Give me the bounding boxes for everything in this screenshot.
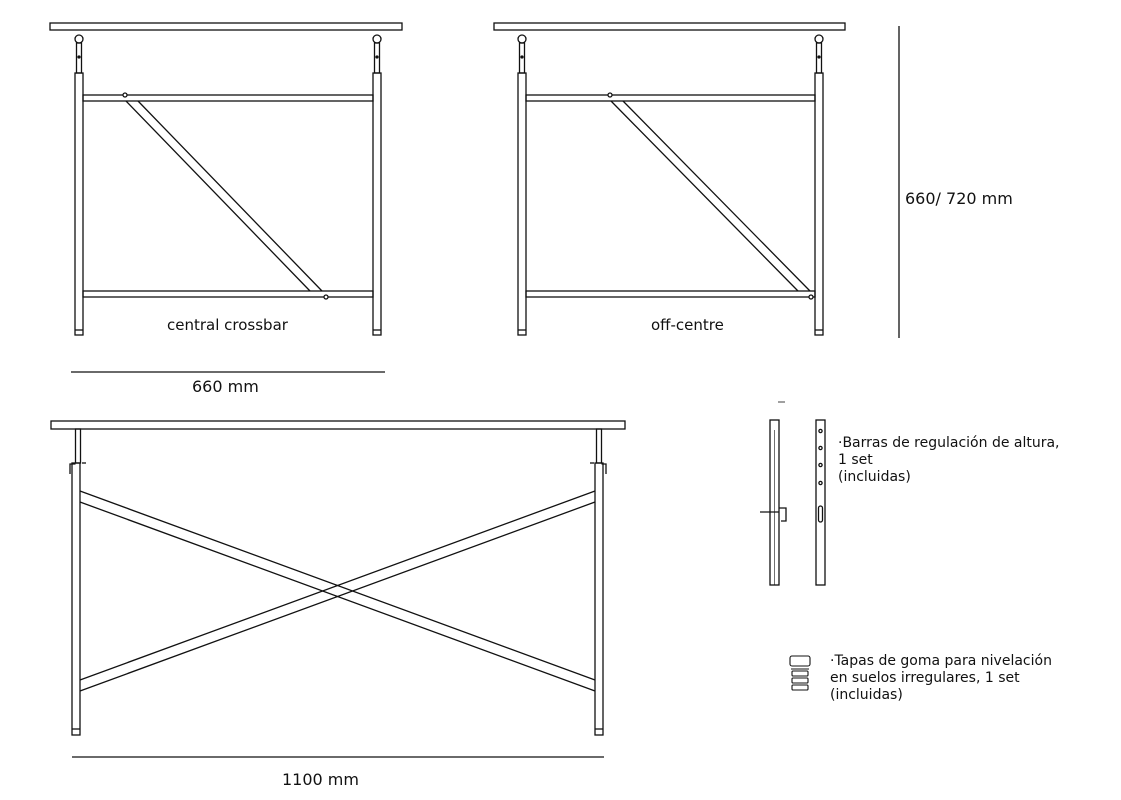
width-dimension-label: 1100 mm: [282, 770, 359, 789]
adjust-knob-right: [372, 34, 382, 44]
bottom-rail: [82, 290, 374, 298]
caption-off-centre: off-centre: [651, 316, 724, 334]
adjust-knob-left: [74, 34, 84, 44]
diagonal-brace: [125, 100, 311, 292]
height-bar-front: [815, 419, 826, 586]
tabletop: [50, 420, 626, 430]
height-bar-pin: [760, 507, 787, 522]
height-bars-note-line3: (incluidas): [838, 469, 911, 485]
height-dimension-label: 660/ 720 mm: [905, 189, 1013, 208]
height-bars-illustration: [760, 401, 826, 586]
side-view-central-crossbar: [49, 22, 403, 336]
rubber-cap-icon: [789, 655, 811, 691]
bottom-rail: [525, 290, 816, 298]
leg-right: [594, 462, 604, 736]
rubber-caps-note-line3: (incluidas): [830, 687, 903, 703]
adjust-knob-left: [517, 34, 527, 44]
leg-left: [71, 462, 81, 736]
side-view-off-centre: [493, 22, 846, 336]
leg-left: [74, 72, 84, 336]
x-brace: [79, 490, 596, 692]
caption-central-crossbar: central crossbar: [167, 316, 288, 334]
height-bars-note-line2: 1 set: [838, 452, 873, 468]
rubber-caps-note-line1: ·Tapas de goma para nivelación: [830, 653, 1052, 669]
rubber-caps-note-line2: en suelos irregulares, 1 set: [830, 670, 1020, 686]
leg-left: [517, 72, 527, 336]
depth-dimension-label: 660 mm: [192, 377, 259, 396]
leg-right: [372, 72, 382, 336]
diagonal-brace: [610, 100, 799, 292]
leg-right: [814, 72, 824, 336]
rubber-caps-note: ·Tapas de goma para nivelación en suelos…: [830, 653, 1052, 704]
top-rail: [82, 94, 374, 102]
tabletop: [493, 22, 846, 31]
adjust-knob-right: [814, 34, 824, 44]
front-view: [50, 420, 626, 736]
tabletop: [49, 22, 403, 31]
height-bars-note: ·Barras de regulación de altura, 1 set (…: [838, 435, 1060, 486]
top-rail: [525, 94, 816, 102]
height-bars-note-line1: ·Barras de regulación de altura,: [838, 435, 1060, 451]
